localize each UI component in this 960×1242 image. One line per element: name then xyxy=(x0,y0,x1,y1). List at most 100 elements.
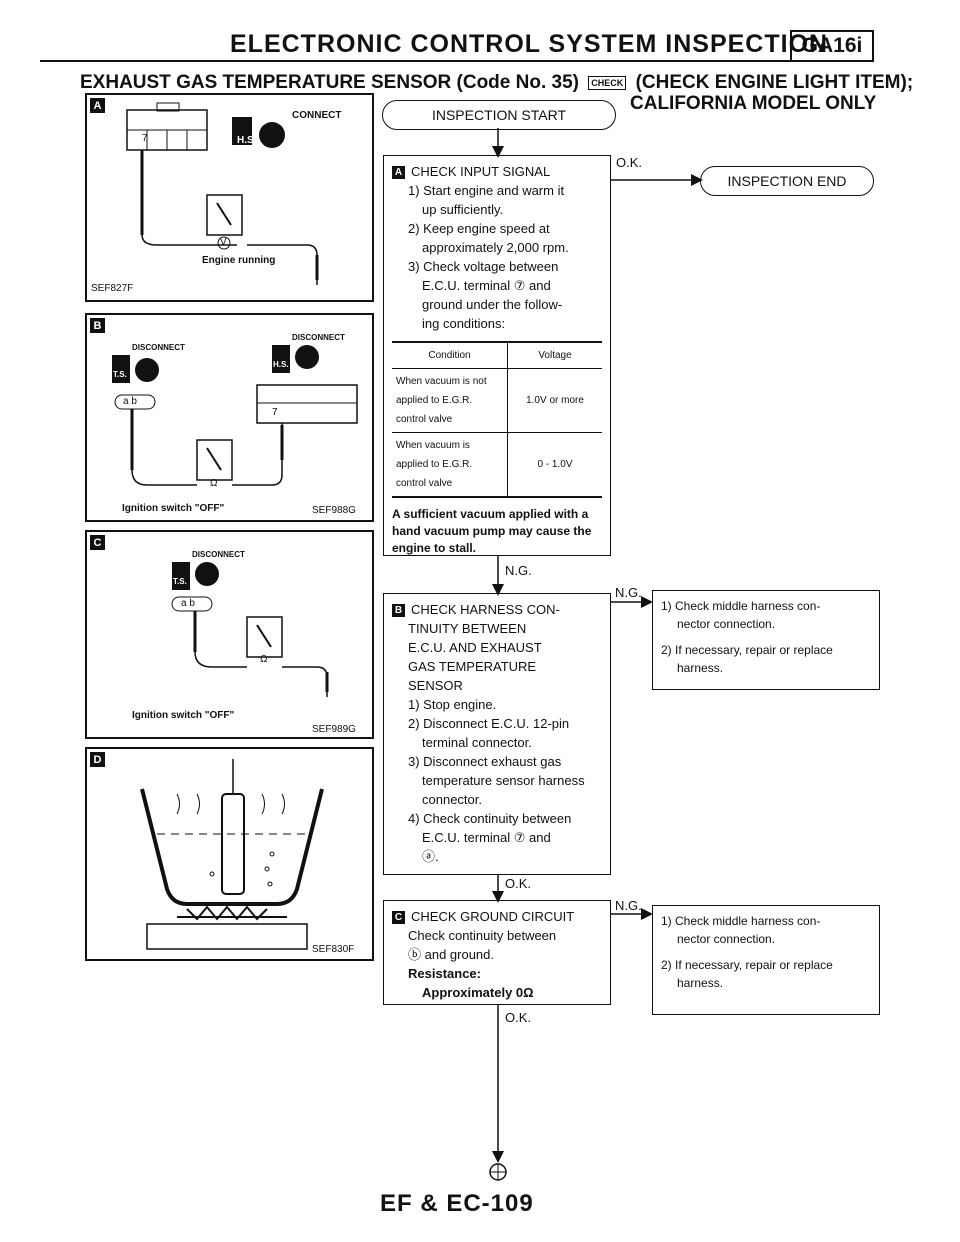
remedy-line: harness. xyxy=(677,976,724,990)
ng-remedy-box-2: 1) Check middle harness con- nector conn… xyxy=(652,905,880,1015)
figure-c-terminal-label: a b xyxy=(181,598,195,609)
engine-code-badge: GA16i xyxy=(790,30,874,62)
figure-b-badge: B xyxy=(90,318,105,333)
step-b-line: 1) Stop engine. xyxy=(408,697,497,712)
figure-a-wiring-diagram xyxy=(126,102,319,285)
remedy-line: harness. xyxy=(677,661,724,675)
table-row: When vacuum is applied to E.G.R. control… xyxy=(392,432,602,498)
step-a-box: A CHECK INPUT SIGNAL 1) Start engine and … xyxy=(383,155,611,556)
page-title: ELECTRONIC CONTROL SYSTEM INSPECTION xyxy=(230,30,829,58)
inspection-start-node: INSPECTION START xyxy=(382,100,616,130)
step-b-line: ⓐ. xyxy=(422,849,439,864)
step-c-badge: C xyxy=(392,911,405,925)
figure-a-meter-symbol: V xyxy=(220,237,227,248)
figure-b-disconnect-left: DISCONNECT xyxy=(132,343,185,352)
figure-b-meter-symbol: Ω xyxy=(210,478,218,489)
step-b-title-line: SENSOR xyxy=(408,678,463,693)
figure-a-badge: A xyxy=(90,98,105,113)
step-a-line: 2) Keep engine speed at xyxy=(408,221,550,236)
check-engine-icon: CHECK xyxy=(588,75,627,90)
figure-c-wiring-diagram xyxy=(171,562,329,697)
step-a-line: ground under the follow- xyxy=(422,297,563,312)
remedy-line: 1) Check middle harness con- xyxy=(661,914,821,928)
condition-voltage-table: Condition Voltage When vacuum is not app… xyxy=(392,341,602,498)
figure-b-unit-left: T.S. xyxy=(113,370,127,379)
step-b-line: 2) Disconnect E.C.U. 12-pin xyxy=(408,716,570,731)
step-b-line: E.C.U. terminal ⑦ and xyxy=(422,830,551,845)
step-b-line: temperature sensor harness xyxy=(422,773,585,788)
step-a-title: CHECK INPUT SIGNAL xyxy=(411,164,551,179)
inspection-end-node: INSPECTION END xyxy=(700,166,874,196)
remedy-line: nector connection. xyxy=(677,932,776,946)
page-number: EF & EC-109 xyxy=(380,1190,534,1217)
subtitle-suffix: (CHECK ENGINE LIGHT ITEM); xyxy=(635,72,914,93)
figure-c-caption: Ignition switch "OFF" xyxy=(132,710,235,721)
table-cell-voltage: 0 - 1.0V xyxy=(507,432,602,498)
table-row: When vacuum is not applied to E.G.R. con… xyxy=(392,368,602,433)
ng-label-step-a: N.G. xyxy=(505,563,532,578)
figure-c-panel: C DISCONNECT T.S. a b Ω Ignition switch … xyxy=(85,530,374,739)
figure-b-wiring-diagram xyxy=(112,345,358,486)
remedy-line: nector connection. xyxy=(677,617,776,631)
section-subtitle-line2: CALIFORNIA MODEL ONLY xyxy=(630,93,877,114)
step-b-title-line: GAS TEMPERATURE xyxy=(408,659,537,674)
figure-c-unit-label: T.S. xyxy=(173,577,187,586)
step-b-title-line: TINUITY BETWEEN xyxy=(408,621,527,636)
step-a-line: 1) Start engine and warm it xyxy=(408,183,565,198)
remedy-line: 2) If necessary, repair or replace xyxy=(661,958,833,972)
figure-d-badge: D xyxy=(90,752,105,767)
section-subtitle: EXHAUST GAS TEMPERATURE SENSOR (Code No.… xyxy=(80,72,913,94)
ok-label-step-b: O.K. xyxy=(505,876,532,891)
ok-label-step-a: O.K. xyxy=(616,155,643,170)
figure-b-disconnect-right: DISCONNECT xyxy=(292,333,345,342)
table-cell-voltage: 1.0V or more xyxy=(507,368,602,433)
table-cell-condition: When vacuum is applied to E.G.R. control… xyxy=(392,432,508,498)
step-b-line: connector. xyxy=(422,792,482,807)
step-a-line: ing conditions: xyxy=(422,316,506,331)
step-b-badge: B xyxy=(392,604,405,618)
figure-a-panel: A 7 CONNECT H.S. V Engine running SEF827… xyxy=(85,93,374,302)
step-b-line: terminal connector. xyxy=(422,735,532,750)
figure-d-panel: D SEF830F xyxy=(85,747,374,961)
figure-c-disconnect-label: DISCONNECT xyxy=(192,550,245,559)
figure-c-badge: C xyxy=(90,535,105,550)
step-a-line: E.C.U. terminal ⑦ and xyxy=(422,278,551,293)
step-a-line: up sufficiently. xyxy=(422,202,504,217)
step-b-box: B CHECK HARNESS CON- TINUITY BETWEEN E.C.… xyxy=(383,593,611,875)
step-b-title: CHECK HARNESS CON- xyxy=(411,602,560,617)
step-c-line: ⓑ and ground. xyxy=(408,947,495,962)
table-header-voltage: Voltage xyxy=(507,341,602,369)
figure-b-unit-right: H.S. xyxy=(273,360,289,369)
subtitle-text: EXHAUST GAS TEMPERATURE SENSOR (Code No.… xyxy=(80,72,579,93)
figure-a-unit-label: H.S. xyxy=(237,135,257,146)
figure-d-water-bath-illustration xyxy=(140,759,324,950)
step-a-line: approximately 2,000 rpm. xyxy=(422,240,569,255)
figure-a-connect-label: CONNECT xyxy=(292,110,342,121)
step-a-badge: A xyxy=(392,166,405,180)
table-header-condition: Condition xyxy=(392,341,508,369)
step-b-line: 4) Check continuity between xyxy=(408,811,572,826)
step-a-line: 3) Check voltage between xyxy=(408,259,559,274)
figure-c-ref: SEF989G xyxy=(312,724,356,735)
remedy-line: 1) Check middle harness con- xyxy=(661,599,821,613)
step-c-resistance-value: Approximately 0Ω xyxy=(422,985,534,1000)
ok-label-step-c: O.K. xyxy=(505,1010,532,1025)
figure-b-panel: B DISCONNECT DISCONNECT T.S. H.S. a b 7 … xyxy=(85,313,374,522)
step-b-line: 3) Disconnect exhaust gas xyxy=(408,754,562,769)
ng-remedy-box-1: 1) Check middle harness con- nector conn… xyxy=(652,590,880,690)
figure-b-caption: Ignition switch "OFF" xyxy=(122,503,225,514)
figure-b-pin-number: 7 xyxy=(272,407,278,418)
title-divider xyxy=(40,60,870,62)
step-c-title: CHECK GROUND CIRCUIT xyxy=(411,909,575,924)
step-b-title-line: E.C.U. AND EXHAUST xyxy=(408,640,542,655)
step-c-resistance-label: Resistance: xyxy=(408,966,481,981)
figure-b-ref: SEF988G xyxy=(312,505,356,516)
figure-b-terminal-label: a b xyxy=(123,396,137,407)
table-cell-condition: When vacuum is not applied to E.G.R. con… xyxy=(392,368,508,433)
figure-a-pin-number: 7 xyxy=(142,133,148,144)
remedy-line: 2) If necessary, repair or replace xyxy=(661,643,833,657)
figure-a-caption: Engine running xyxy=(202,255,276,266)
ng-label-step-b: N.G. xyxy=(615,585,642,600)
figure-d-ref: SEF830F xyxy=(312,944,355,955)
